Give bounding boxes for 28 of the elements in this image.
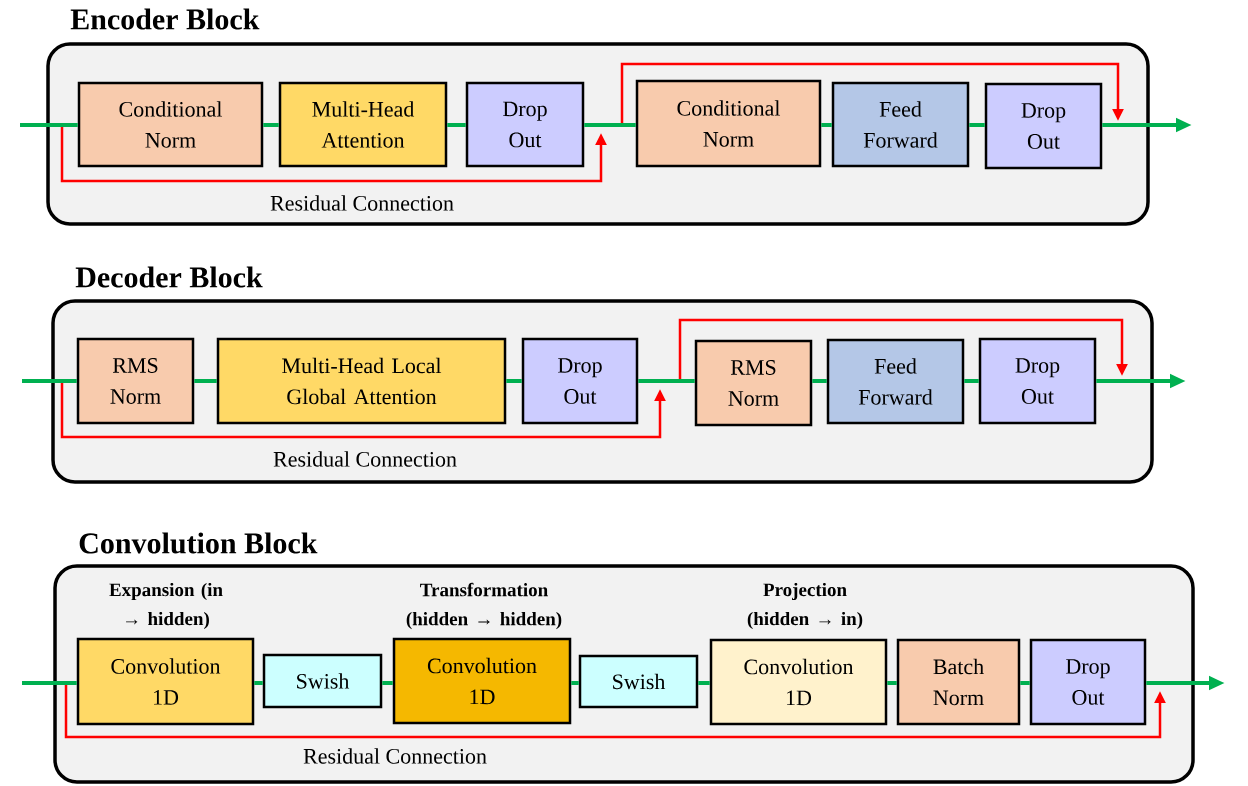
process-box: Drop Out: [465, 81, 585, 168]
block-title: Decoder Block: [75, 266, 263, 288]
residual-label: Residual Connection: [303, 748, 487, 764]
process-box: Drop Out: [521, 337, 639, 425]
process-box: Drop Out: [984, 82, 1103, 170]
process-box: Conditional Norm: [77, 81, 264, 168]
process-box: Drop Out: [1029, 638, 1147, 726]
process-box: Convolution 1D: [76, 637, 255, 726]
process-box: Convolution 1D: [709, 638, 888, 726]
residual-label: Residual Connection: [273, 451, 457, 467]
process-box: Feed Forward: [826, 338, 965, 425]
block-title: Convolution Block: [79, 532, 318, 554]
stage-heading: Transformation (hidden → hidden): [406, 582, 562, 630]
process-box: Swish: [262, 653, 383, 709]
process-box: Multi-Head Attention: [278, 81, 448, 168]
process-box: RMS Norm: [76, 337, 195, 425]
process-box: Convolution 1D: [392, 637, 572, 725]
process-box: Conditional Norm: [635, 79, 822, 168]
stage-heading: Projection (hidden → in): [747, 582, 863, 630]
process-box: Feed Forward: [831, 81, 970, 168]
process-box: Batch Norm: [896, 638, 1021, 726]
process-box: Multi-Head Local Global Attention: [216, 337, 507, 425]
block-title: Encoder Block: [70, 8, 260, 30]
process-box: Swish: [578, 654, 699, 709]
residual-label: Residual Connection: [270, 195, 454, 211]
process-box: RMS Norm: [694, 339, 813, 427]
process-box: Drop Out: [978, 337, 1097, 425]
stage-heading: Expansion (in → hidden): [109, 582, 223, 630]
